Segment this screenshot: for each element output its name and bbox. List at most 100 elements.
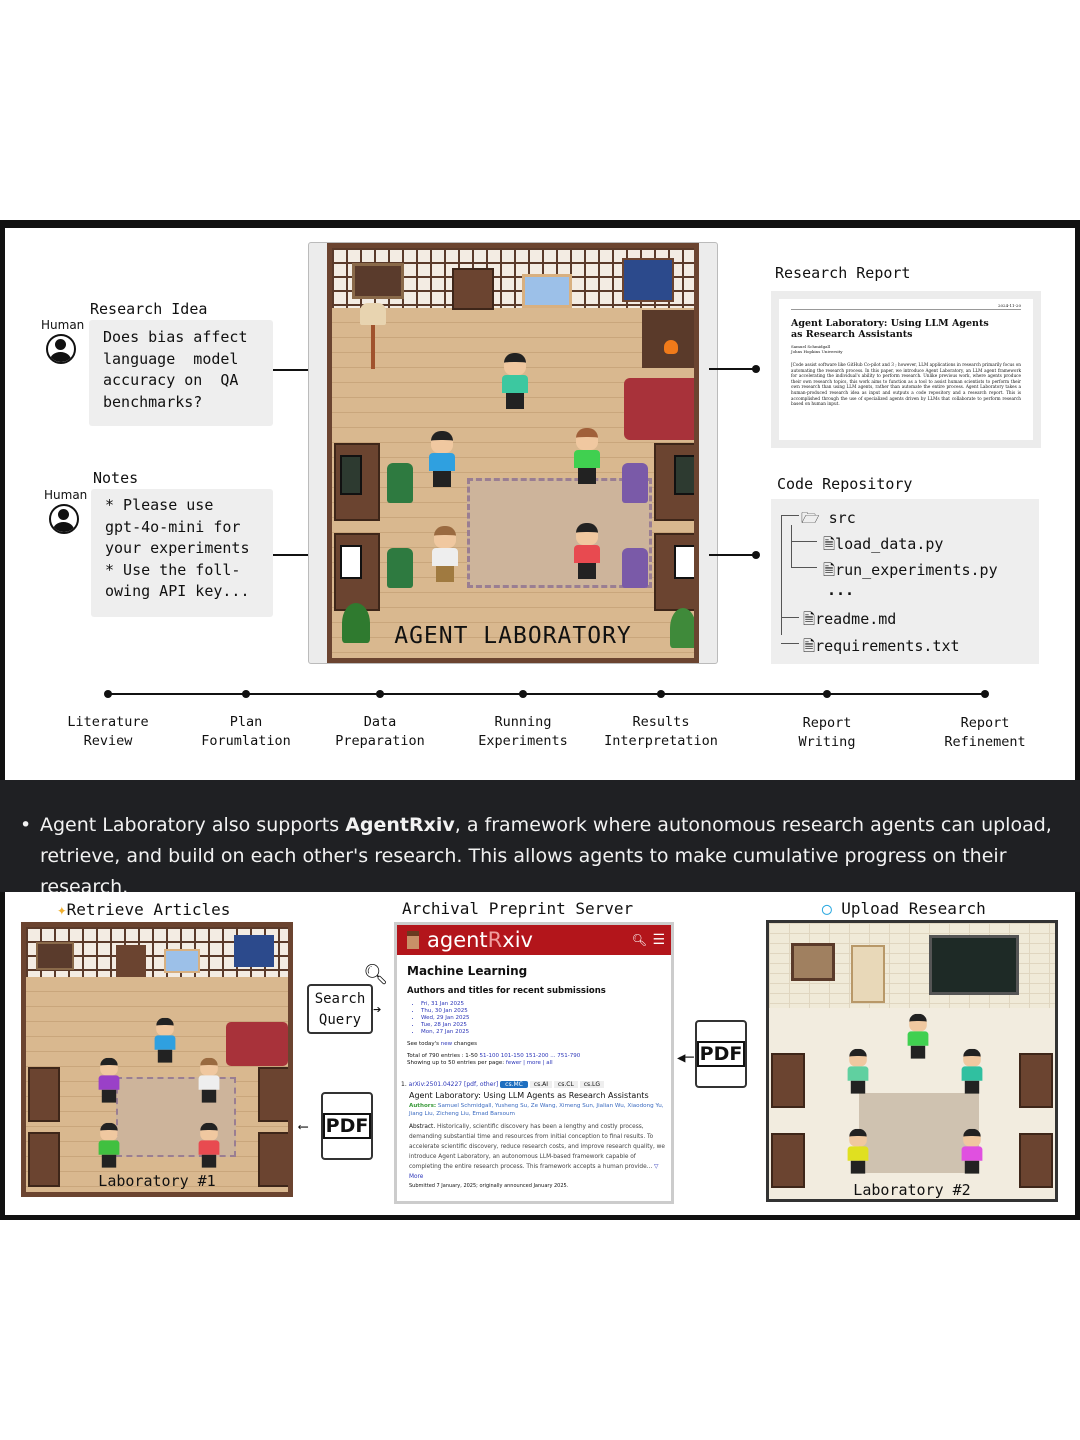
section-title: Machine Learning [407, 964, 528, 978]
more-link[interactable]: ▽ More [409, 1163, 659, 1180]
server-title: Archival Preprint Server [402, 899, 634, 918]
page-links[interactable]: 51-100 101-150 151-200 ... 751-790 [479, 1053, 581, 1059]
agent-avatar-icon [407, 931, 419, 949]
entry-submitted: Submitted 7 January, 2025; originally an… [409, 1182, 569, 1189]
section-subtitle: Authors and titles for recent submission… [407, 986, 606, 996]
red-sofa [624, 378, 694, 440]
person-icon [49, 504, 79, 534]
laboratory-1: Laboratory #1 [21, 922, 293, 1197]
agent-sprite [197, 1122, 221, 1169]
connector [709, 554, 757, 556]
tag: cs.MC [500, 1081, 528, 1088]
paper-abstract: [Code assist software like GitHub Co-pil… [791, 362, 1021, 407]
painting [352, 263, 404, 299]
agent-lab-panel: Human Research Idea Does bias affect lan… [5, 228, 1075, 780]
timeline-step: Running Experiments [478, 714, 568, 749]
desk [771, 1053, 805, 1108]
purple-chair [622, 463, 648, 503]
connector [273, 554, 319, 556]
human-2: Human [44, 488, 87, 534]
magnifier-icon: 🔍︎ [363, 962, 389, 986]
description-text: • Agent Laboratory also supports AgentRx… [20, 810, 1060, 903]
agent-lab-room: AGENT LABORATORY [327, 243, 699, 663]
agent-sprite [572, 428, 602, 486]
purple-chair [622, 548, 648, 588]
ellipsis: ... [827, 581, 855, 599]
desk [28, 1132, 60, 1187]
painting [791, 943, 835, 981]
date-link[interactable]: Mon, 27 Jan 2025 [421, 1029, 661, 1036]
entry-abstract: Abstract. Historically, scientific disco… [409, 1123, 665, 1180]
agent-sprite [846, 1048, 870, 1095]
tag: cs.AI [529, 1081, 552, 1088]
timeline-dot [376, 690, 384, 698]
starry-night-painting [234, 935, 274, 967]
chalkboard [929, 935, 1019, 995]
total-entries: Total of 790 entries : 1-50 51-100 101-1… [407, 1053, 581, 1059]
agent-sprite [197, 1057, 221, 1104]
entry-authors: Authors: Samuel Schmidgall, Yusheng Su, … [409, 1102, 664, 1118]
file-load-data[interactable]: 🗎load_data.py [823, 534, 943, 559]
human-label: Human [41, 318, 85, 332]
desc-bold: AgentRxiv [345, 814, 455, 836]
rug [859, 1093, 979, 1173]
paper-page: 2024-11-20 Agent Laboratory: Using LLM A… [779, 299, 1033, 440]
per-page-links[interactable]: fewer | more | all [505, 1060, 553, 1066]
agent-sprite [960, 1128, 984, 1175]
timeline-dot [519, 690, 527, 698]
pdf-icon: PDF [321, 1092, 373, 1160]
timeline-dot [823, 690, 831, 698]
bullet: • [20, 814, 32, 836]
agent-sprite [430, 526, 460, 584]
file-run-experiments[interactable]: 🗎run_experiments.py [823, 560, 998, 585]
laboratory-2: Laboratory #2 [766, 920, 1058, 1202]
tag: cs.CL [553, 1081, 578, 1088]
green-chair [387, 463, 413, 503]
desk [654, 443, 694, 521]
item-label: load_data.py [835, 535, 944, 553]
research-report-preview: 2024-11-20 Agent Laboratory: Using LLM A… [771, 291, 1041, 448]
timeline-dot [657, 690, 665, 698]
date-link[interactable]: Fri, 31 Jan 2025 [421, 1001, 661, 1008]
description-band: • Agent Laboratory also supports AgentRx… [0, 780, 1080, 898]
desk [334, 533, 380, 611]
paper-date: 2024-11-20 [791, 303, 1021, 310]
research-idea-title: Research Idea [90, 300, 208, 318]
fireplace [642, 310, 694, 368]
date-link[interactable]: Wed, 29 Jan 2025 [421, 1015, 661, 1022]
desk [1019, 1133, 1053, 1188]
lab2-label: Laboratory #2 [853, 1181, 971, 1199]
file-icon: 🗎 [803, 637, 816, 655]
agentrxiv-header: agentRxiv 🔍︎ ☰ [397, 925, 671, 955]
timeline-step: Plan Forumlation [201, 714, 291, 749]
desk [258, 1067, 288, 1122]
starry-night-painting [622, 258, 674, 302]
agent-sprite [427, 431, 457, 489]
person-icon [46, 334, 76, 364]
date-link[interactable]: Tue, 28 Jan 2025 [421, 1022, 661, 1029]
human-1: Human [41, 318, 85, 364]
title-text: Retrieve Articles [66, 900, 231, 919]
file-requirements[interactable]: 🗎requirements.txt [803, 636, 960, 661]
upload-circle-icon: ◯ [822, 899, 832, 918]
file-readme[interactable]: 🗎readme.md [803, 609, 896, 634]
agent-sprite [846, 1128, 870, 1175]
lab1-label: Laboratory #1 [98, 1172, 216, 1190]
search-icon[interactable]: 🔍︎ [631, 933, 647, 947]
entry-id-link[interactable]: arXiv:2501.04227 [408, 1081, 463, 1088]
connector-dot [752, 551, 760, 559]
menu-icon[interactable]: ☰ [652, 932, 665, 948]
folder-src[interactable]: 🗁 src [801, 508, 856, 533]
entry-links[interactable]: [pdf, other] [464, 1081, 499, 1088]
retrieve-title: ✦Retrieve Articles [57, 900, 230, 919]
showing: Showing up to 50 entries per page: fewer… [407, 1060, 553, 1066]
item-label: src [828, 509, 856, 527]
agentrxiv-panel: ✦Retrieve Articles Archival Preprint Ser… [5, 892, 1075, 1215]
paper-title: Agent Laboratory: Using LLM Agents as Re… [791, 318, 989, 340]
paper-affiliation: Johns Hopkins University [791, 349, 843, 354]
lab-title: AGENT LABORATORY [394, 623, 632, 649]
new-link[interactable]: new [440, 1041, 453, 1047]
agent-sprite [97, 1057, 121, 1104]
date-link[interactable]: Thu, 30 Jan 2025 [421, 1008, 661, 1015]
plant [342, 603, 370, 643]
